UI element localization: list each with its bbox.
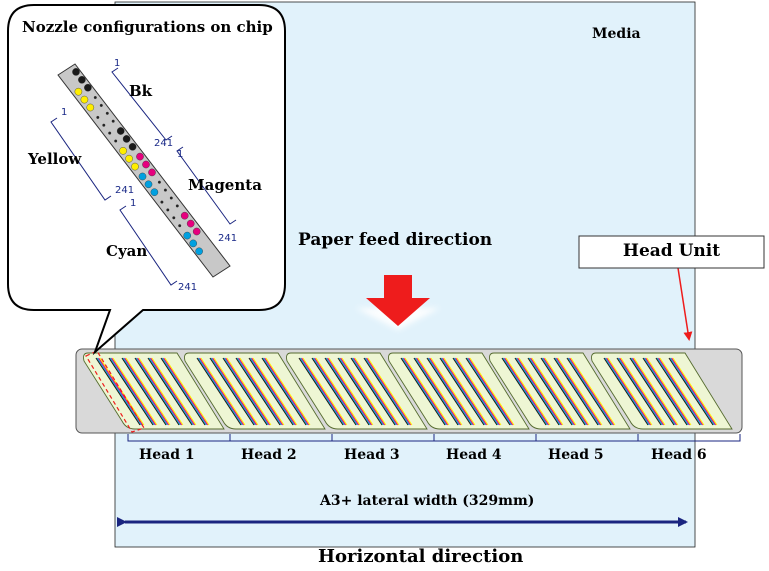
cyan-bracket [119, 205, 178, 286]
head-3-label: Head 3 [344, 447, 400, 463]
head-1-label: Head 1 [139, 447, 195, 463]
yellow-start-number: 1 [61, 107, 68, 118]
head-unit-pointer [677, 267, 693, 341]
bk-label: Bk [129, 82, 153, 100]
bk-end-number: 241 [154, 138, 174, 149]
head-6-label: Head 6 [651, 447, 707, 463]
yellow-label: Yellow [28, 150, 82, 168]
cyan-start-number: 1 [130, 198, 137, 209]
nozzle-dots [72, 68, 203, 256]
head-chip-2 [184, 352, 326, 430]
head-chips [83, 352, 733, 430]
bk-bracket [111, 67, 173, 141]
head-4-label: Head 4 [446, 447, 502, 463]
chip-highlight [85, 350, 145, 433]
head-chip-6 [591, 352, 733, 430]
head-unit-label: Head Unit [622, 241, 721, 261]
color-brackets [50, 67, 237, 286]
head-chip-5 [489, 352, 631, 430]
media-label: Media [592, 26, 641, 42]
yellow-end-number: 241 [115, 185, 135, 196]
horizontal-direction-label: Horizontal direction [318, 546, 524, 567]
head-5-label: Head 5 [548, 447, 604, 463]
magenta-bracket [176, 146, 237, 225]
magenta-end-number: 241 [218, 233, 238, 244]
head-2-label: Head 2 [241, 447, 297, 463]
head-chip-4 [388, 352, 530, 430]
cyan-end-number: 241 [178, 282, 198, 293]
nozzle-chip [57, 63, 231, 278]
paper-feed-arrow [356, 275, 440, 330]
paper-feed-label: Paper feed direction [298, 230, 493, 250]
head-brackets [127, 434, 741, 442]
width-label: A3+ lateral width (329mm) [320, 493, 535, 509]
yellow-bracket [50, 117, 112, 201]
callout-title: Nozzle configurations on chip [22, 18, 273, 36]
bk-start-number: 1 [114, 58, 121, 69]
magenta-label: Magenta [188, 176, 262, 194]
head-chip-3 [286, 352, 428, 430]
head-unit-label-box [578, 235, 765, 269]
magenta-start-number: 1 [177, 149, 184, 160]
cyan-label: Cyan [106, 242, 148, 260]
